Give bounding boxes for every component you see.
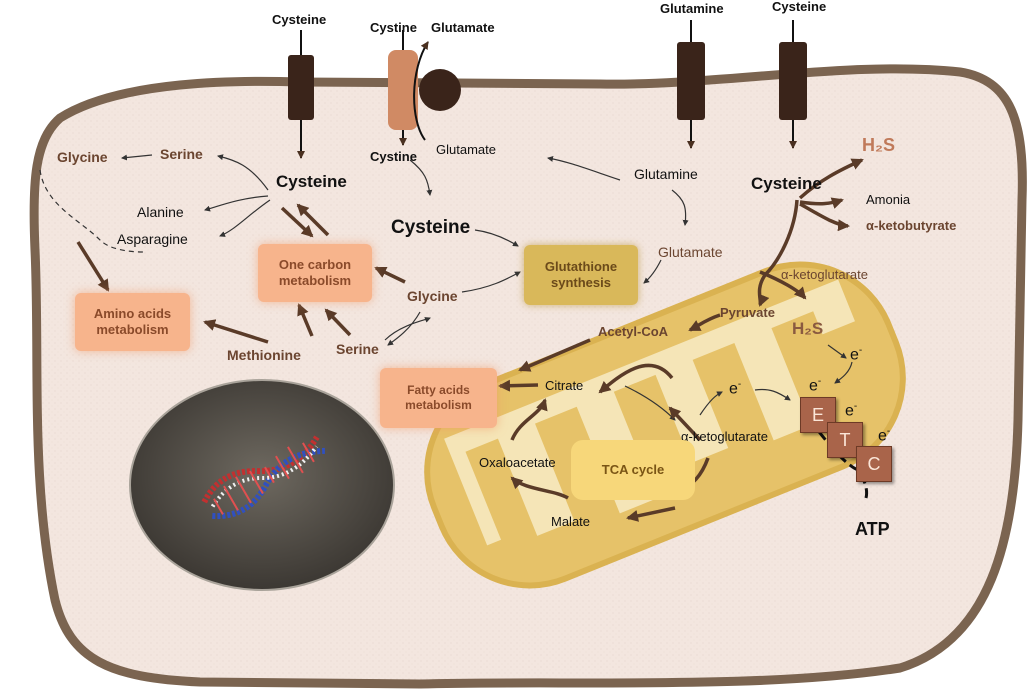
label-alpha-ketoglutarate-mito: α-ketoglutarate (681, 429, 769, 444)
label-atp: ATP (855, 519, 890, 539)
glutathione-line1: Glutathione (544, 258, 618, 274)
mitochondrion (424, 261, 906, 589)
cysteine-transporter-right (779, 42, 807, 120)
fatty-acids-line2: metabolism (405, 398, 472, 412)
label-acetyl-coa: Acetyl-CoA (598, 324, 669, 339)
cysteine-transporter-left (288, 55, 314, 120)
dna-helix-nucleus-icon (201, 435, 325, 520)
label-methionine: Methionine (227, 347, 301, 363)
label-alpha-ketoglutarate-cytosol: α-ketoglutarate (781, 267, 869, 282)
label-cystine-top: Cystine (370, 20, 417, 35)
label-glutamate-out: Glutamate (436, 142, 496, 157)
etc-complex-c: C (856, 446, 892, 482)
electron-1: e- (729, 379, 742, 398)
label-glutamine: Glutamine (634, 166, 698, 182)
label-serine-bottom: Serine (336, 341, 379, 357)
amino-acids-line1: Amino acids (93, 305, 172, 321)
label-alanine: Alanine (137, 204, 184, 220)
nucleus (129, 379, 395, 591)
electron-5: e- (878, 426, 891, 445)
label-pyruvate: Pyruvate (720, 305, 775, 320)
label-glycine-mid: Glycine (407, 288, 458, 304)
label-glutamine-top: Glutamine (660, 1, 724, 16)
label-cystine-in: Cystine (370, 149, 417, 164)
cystine-glutamate-antiporter (388, 50, 418, 130)
tca-cycle-text: TCA cycle (601, 461, 665, 477)
label-cysteine-main: Cysteine (276, 172, 347, 191)
amino-acids-line2: metabolism (96, 322, 169, 337)
label-oxaloacetate: Oxaloacetate (479, 455, 556, 470)
glutamine-transporter (677, 42, 705, 120)
one-carbon-line1: One carbon (278, 256, 352, 272)
glutathione-line2: synthesis (551, 275, 611, 290)
thick-arrows (76, 158, 864, 522)
label-glutamate-top: Glutamate (431, 20, 495, 35)
label-alpha-ketobutyrate: α-ketobutyrate (866, 218, 957, 233)
label-serine-top-left: Serine (160, 146, 203, 162)
label-h2s-top: H₂S (862, 135, 896, 155)
label-amonia: Amonia (866, 192, 911, 207)
electron-2: e- (850, 345, 863, 364)
tca-cycle-label: TCA cycle (571, 440, 695, 500)
label-cysteine-transport-left: Cysteine (272, 12, 327, 27)
label-cysteine-center: Cysteine (391, 217, 471, 238)
label-cysteine-transport-right: Cysteine (772, 0, 827, 14)
label-citrate: Citrate (545, 378, 584, 393)
label-asparagine: Asparagine (117, 231, 188, 247)
electron-4: e- (845, 401, 858, 420)
label-glutamate: Glutamate (658, 244, 723, 260)
label-glycine-top-left: Glycine (57, 149, 108, 165)
fatty-acids-line1: Fatty acids (407, 383, 470, 397)
label-h2s-mid: H₂S (792, 319, 824, 338)
label-cysteine-right: Cysteine (751, 174, 822, 193)
label-malate: Malate (551, 514, 591, 529)
electron-3: e- (809, 376, 822, 395)
one-carbon-line2: metabolism (278, 273, 352, 288)
